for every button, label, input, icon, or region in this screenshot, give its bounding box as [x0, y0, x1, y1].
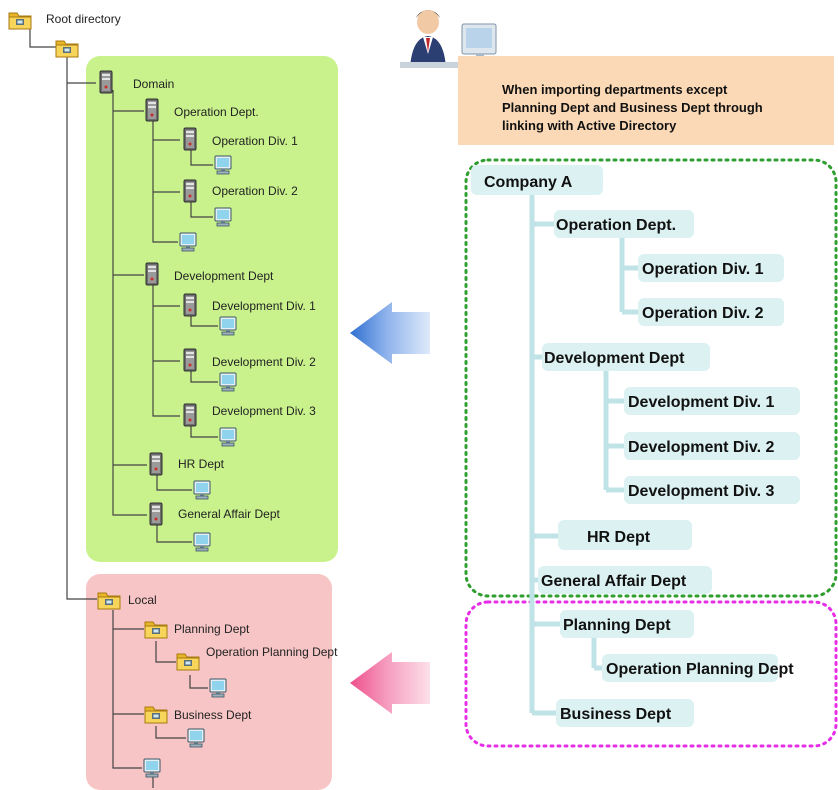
company-label: Company A: [484, 174, 573, 191]
tree-node-label: Development Div. 3: [212, 404, 316, 418]
tree-node-label: Business Dept: [560, 706, 672, 723]
domain-dashed-border: [464, 158, 838, 598]
label-bg: [624, 476, 800, 504]
tree-node-label: Development Div. 3: [628, 483, 775, 500]
tree-node-label: HR Dept: [587, 529, 651, 546]
tree-node-label: General Affair Dept: [178, 507, 281, 521]
arrow-left-icon: [350, 652, 430, 714]
tree-node-label: Development Div. 1: [212, 299, 316, 313]
label-bg: [556, 699, 694, 727]
label-bg: [602, 654, 778, 682]
label-bg: [624, 387, 800, 415]
tree-node-label: Operation Div. 1: [642, 261, 764, 278]
tree-node-label: General Affair Dept: [541, 573, 687, 590]
tree-node-label: Operation Dept.: [556, 217, 676, 234]
tree-node-label: Operation Div. 2: [212, 184, 298, 198]
computer-icon: [193, 480, 211, 500]
tree-node-label: Planning Dept: [174, 622, 250, 636]
server-icon: [183, 179, 197, 203]
server-icon: [145, 262, 159, 286]
tree-node-label: Development Dept: [544, 350, 685, 367]
left-tree-connectors: [29, 28, 218, 788]
label-bg: [638, 254, 784, 282]
computer-icon: [219, 316, 237, 336]
computer-icon: [214, 155, 232, 175]
domain-panel: [86, 56, 338, 562]
local-panel: [86, 574, 332, 790]
tree-node-label: Development Div. 2: [212, 355, 316, 369]
tree-node-label: Operation Div. 2: [642, 305, 764, 322]
tree-node-label: Development Dept: [174, 269, 274, 283]
computer-icon: [193, 532, 211, 552]
server-icon: [183, 293, 197, 317]
folder-icon: [55, 40, 79, 58]
company-label-bg: [471, 165, 603, 195]
tree-node-label: Operation Planning Dept: [206, 645, 338, 659]
server-icon: [99, 70, 113, 94]
computer-icon: [219, 372, 237, 392]
note-line: When importing departments except: [502, 82, 728, 97]
tree-node-label: Operation Planning Dept: [606, 661, 794, 678]
label-bg: [638, 298, 784, 326]
right-tree-connectors: [529, 195, 642, 716]
folder-icon: [8, 12, 32, 30]
server-icon: [183, 348, 197, 372]
computer-icon: [209, 678, 227, 698]
tree-node-label: Business Dept: [174, 708, 252, 722]
label-bg: [538, 566, 712, 594]
server-icon: [149, 452, 163, 476]
right-tree-labels: Company A Operation Dept. Operation Div.…: [471, 165, 800, 727]
arrow-left-icon: [350, 302, 430, 364]
computer-icon: [214, 207, 232, 227]
label-bg: [624, 432, 800, 460]
server-icon: [183, 403, 197, 427]
server-icon: [183, 127, 197, 151]
label-bg: [560, 610, 694, 638]
user-at-desk-icon: [400, 10, 512, 68]
computer-icon: [179, 232, 197, 252]
label-bg: [542, 343, 710, 371]
computer-icon: [143, 758, 161, 778]
note-box: [458, 56, 834, 145]
note-line: Planning Dept and Business Dept through: [502, 100, 763, 115]
tree-node-label: HR Dept: [178, 457, 225, 471]
tree-node-label: Operation Div. 1: [212, 134, 298, 148]
tree-node-label: Operation Dept.: [174, 105, 259, 119]
computer-icon: [187, 728, 205, 748]
local-label: Local: [128, 593, 157, 607]
domain-label: Domain: [133, 77, 174, 91]
computer-icon: [219, 427, 237, 447]
root-directory-label: Root directory: [46, 12, 121, 26]
label-bg: [558, 520, 692, 550]
tree-node-label: Planning Dept: [563, 617, 671, 634]
note-line: linking with Active Directory: [502, 118, 677, 133]
server-icon: [145, 98, 159, 122]
tree-node-label: Development Div. 1: [628, 394, 775, 411]
server-icon: [149, 502, 163, 526]
tree-node-label: Development Div. 2: [628, 439, 775, 456]
local-dashed-border: [464, 600, 838, 748]
label-bg: [554, 210, 694, 238]
